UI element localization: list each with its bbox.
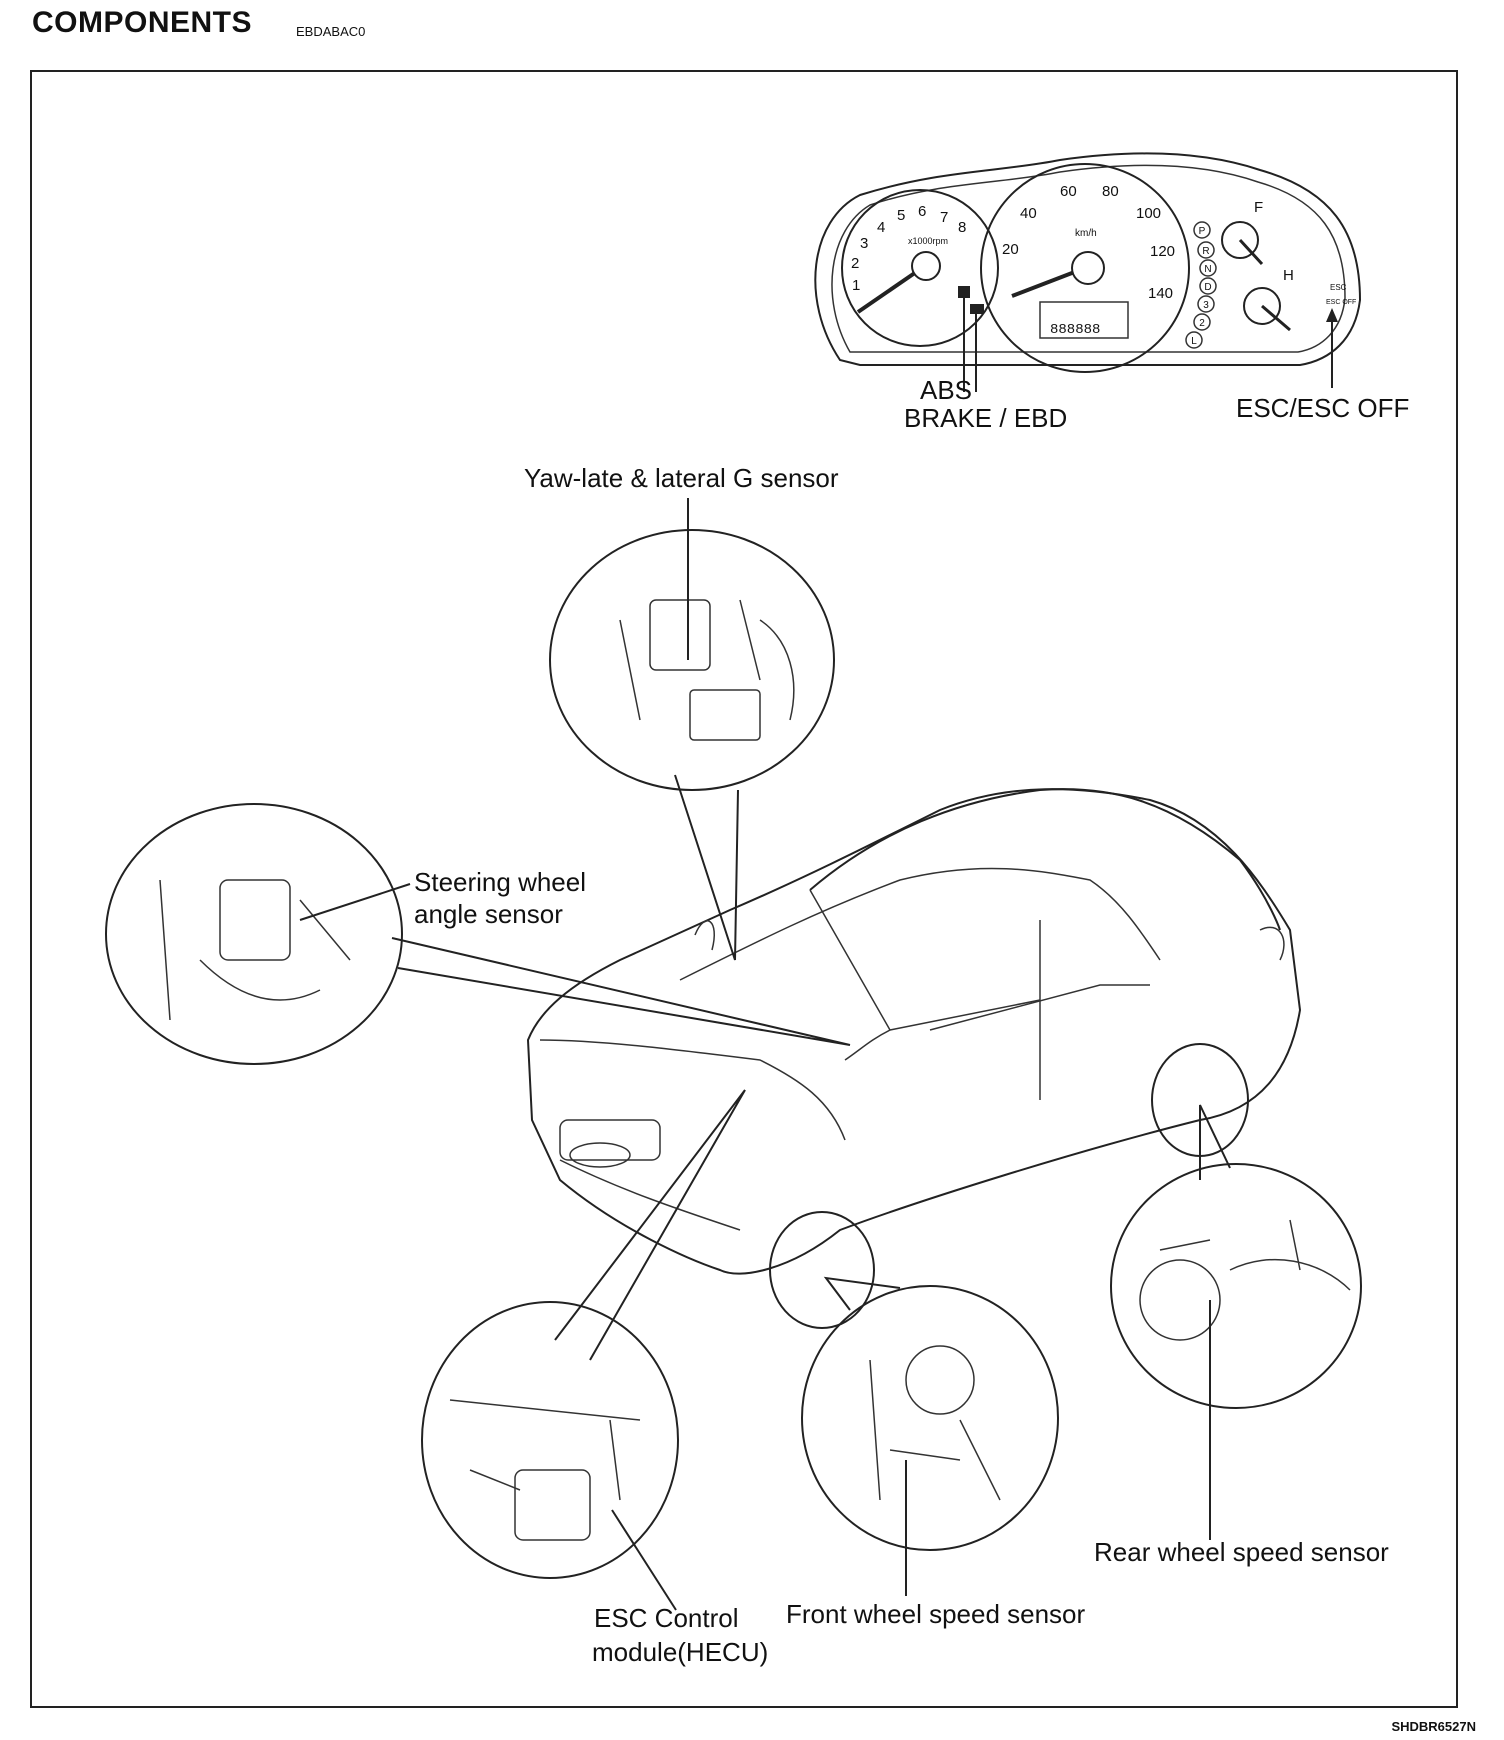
rear-wheel-callout xyxy=(1110,1104,1362,1540)
tach-tick-5: 5 xyxy=(897,207,905,224)
rear-wheel-sensor-label: Rear wheel speed sensor xyxy=(1094,1537,1389,1567)
tach-tick-6: 6 xyxy=(918,203,926,220)
speed-tick-60: 60 xyxy=(1060,183,1077,200)
brake-lamp xyxy=(970,304,984,314)
front-wheel-callout xyxy=(801,1276,1059,1596)
speed-tick-80: 80 xyxy=(1102,183,1119,200)
gear-n: N xyxy=(1204,264,1211,275)
yaw-sensor-callout xyxy=(549,498,835,961)
fuel-full-mark: F xyxy=(1254,199,1263,216)
figure-code: SHDBR6527N xyxy=(1391,1719,1476,1734)
esc-indicator: ESC xyxy=(1330,283,1347,292)
yaw-sensor-label: Yaw-late & lateral G sensor xyxy=(524,463,839,493)
speedometer-dial xyxy=(980,163,1190,373)
gear-r: R xyxy=(1202,246,1209,257)
speed-tick-100: 100 xyxy=(1136,205,1161,222)
abs-label: ABS xyxy=(920,375,973,405)
gear-d: D xyxy=(1204,282,1211,293)
fuel-gauge xyxy=(1221,221,1259,259)
speed-tick-20: 20 xyxy=(1002,241,1019,258)
esc-module-label-line1: ESC Control xyxy=(594,1603,739,1633)
steering-sensor-label-line2: angle sensor xyxy=(414,899,563,929)
front-wheel-sensor-label: Front wheel speed sensor xyxy=(786,1599,1086,1629)
speed-tick-40: 40 xyxy=(1020,205,1037,222)
steering-sensor-callout xyxy=(105,803,851,1065)
esc-off-indicator: ESC OFF xyxy=(1326,299,1356,306)
gear-p: P xyxy=(1199,226,1206,237)
esc-module-callout xyxy=(421,1089,746,1611)
gear-3: 3 xyxy=(1203,300,1209,311)
tach-tick-1: 1 xyxy=(852,277,860,294)
esc-off-label: ESC/ESC OFF xyxy=(1236,393,1410,423)
page-title: COMPONENTS xyxy=(32,6,253,39)
steering-sensor-label-line1: Steering wheel xyxy=(414,867,586,897)
brake-ebd-label: BRAKE / EBD xyxy=(904,403,1068,433)
tachometer-dial xyxy=(841,189,999,347)
odometer-value: 888888 xyxy=(1050,322,1100,338)
tach-tick-8: 8 xyxy=(958,219,966,236)
tach-tick-4: 4 xyxy=(877,219,885,236)
tach-tick-7: 7 xyxy=(940,209,948,226)
gear-2: 2 xyxy=(1199,318,1205,329)
speed-tick-120: 120 xyxy=(1150,243,1175,260)
speed-unit: km/h xyxy=(1075,228,1097,239)
temp-hot-mark: H xyxy=(1283,267,1294,284)
tach-tick-3: 3 xyxy=(860,235,868,252)
tach-unit: x1000rpm xyxy=(908,236,948,246)
abs-lamp xyxy=(958,286,970,298)
car-body xyxy=(526,788,1302,1329)
front-wheel xyxy=(769,1211,875,1329)
diagram-frame xyxy=(30,70,1458,1708)
hood-emblem xyxy=(569,1142,631,1168)
speed-tick-140: 140 xyxy=(1148,285,1173,302)
instrument-cluster: 1 2 3 4 5 6 7 8 x1000rpm 20 40 60 80 100… xyxy=(814,152,1362,392)
temperature-gauge xyxy=(1243,287,1281,325)
odometer-display xyxy=(1039,301,1129,339)
esc-module-label-line2: module(HECU) xyxy=(592,1637,769,1667)
section-code: EBDABAC0 xyxy=(296,24,366,39)
gear-l: L xyxy=(1191,336,1197,347)
tach-tick-2: 2 xyxy=(851,255,859,272)
